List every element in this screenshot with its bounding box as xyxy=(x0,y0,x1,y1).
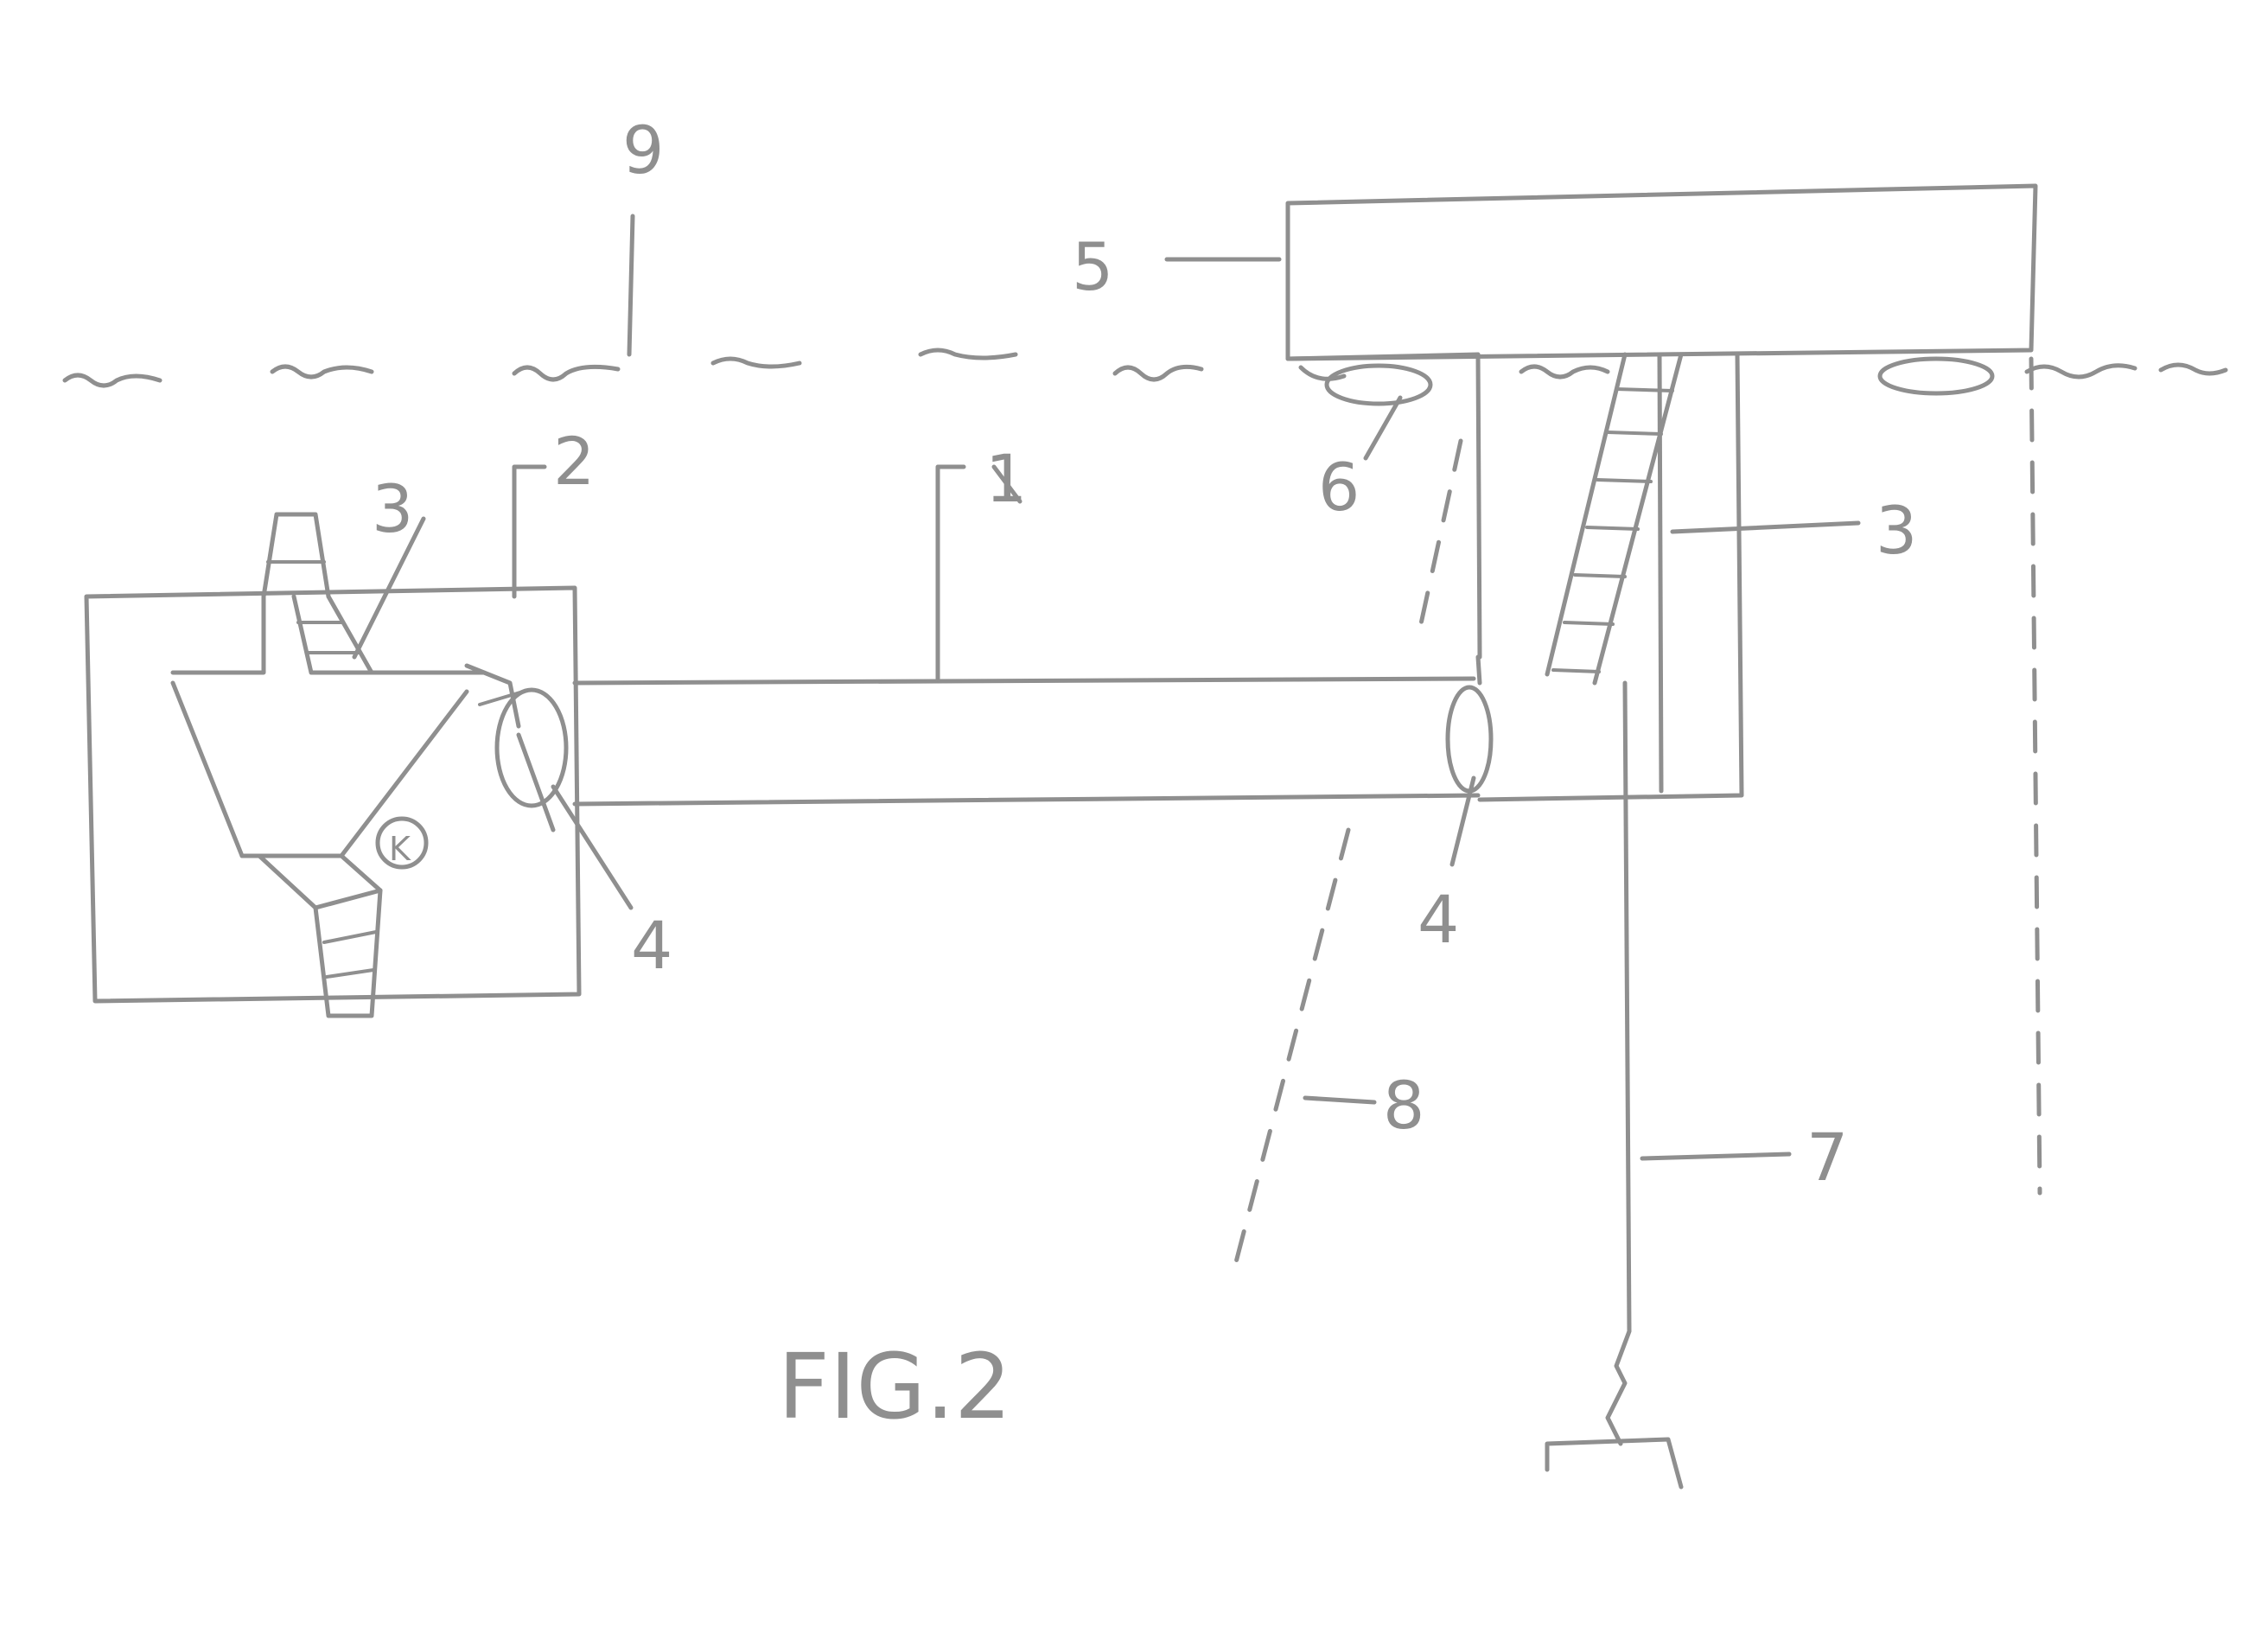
part-k-circle xyxy=(375,816,429,870)
leader-4-left xyxy=(551,784,634,910)
leader-1-tick xyxy=(991,464,1023,504)
leader-9 xyxy=(627,214,635,357)
label-4-left: 4 xyxy=(631,907,672,984)
floating-platform xyxy=(1285,183,2038,802)
leader-2 xyxy=(512,464,547,599)
label-3-left: 3 xyxy=(372,470,413,547)
label-5: 5 xyxy=(1072,228,1113,305)
dashed-line-right xyxy=(2029,356,2042,1196)
label-2: 2 xyxy=(553,423,595,500)
leader-4-right xyxy=(1449,775,1476,867)
label-7: 7 xyxy=(1806,1119,1848,1196)
label-8: 8 xyxy=(1383,1067,1424,1144)
dashed-line-8 xyxy=(1233,438,1463,1265)
label-3-right: 3 xyxy=(1876,492,1917,569)
label-6: 6 xyxy=(1318,449,1360,526)
figure-caption: FIG.2 xyxy=(778,1334,1011,1439)
leader-6 xyxy=(1363,395,1403,461)
left-anchor-housing xyxy=(84,512,582,1018)
label-1: 1 xyxy=(985,440,1027,517)
label-k: K xyxy=(389,830,411,868)
leader-1 xyxy=(935,464,966,681)
ladder xyxy=(1545,352,1684,686)
leader-7 xyxy=(1640,1152,1792,1161)
leader-8 xyxy=(1303,1095,1377,1105)
water-surface xyxy=(62,348,2228,388)
leader-3-left xyxy=(352,516,426,660)
mooring-line xyxy=(1545,680,1684,1490)
pipe xyxy=(494,676,1494,808)
label-4-right: 4 xyxy=(1418,881,1459,958)
label-9: 9 xyxy=(622,112,664,188)
leader-3-right xyxy=(1670,520,1861,534)
